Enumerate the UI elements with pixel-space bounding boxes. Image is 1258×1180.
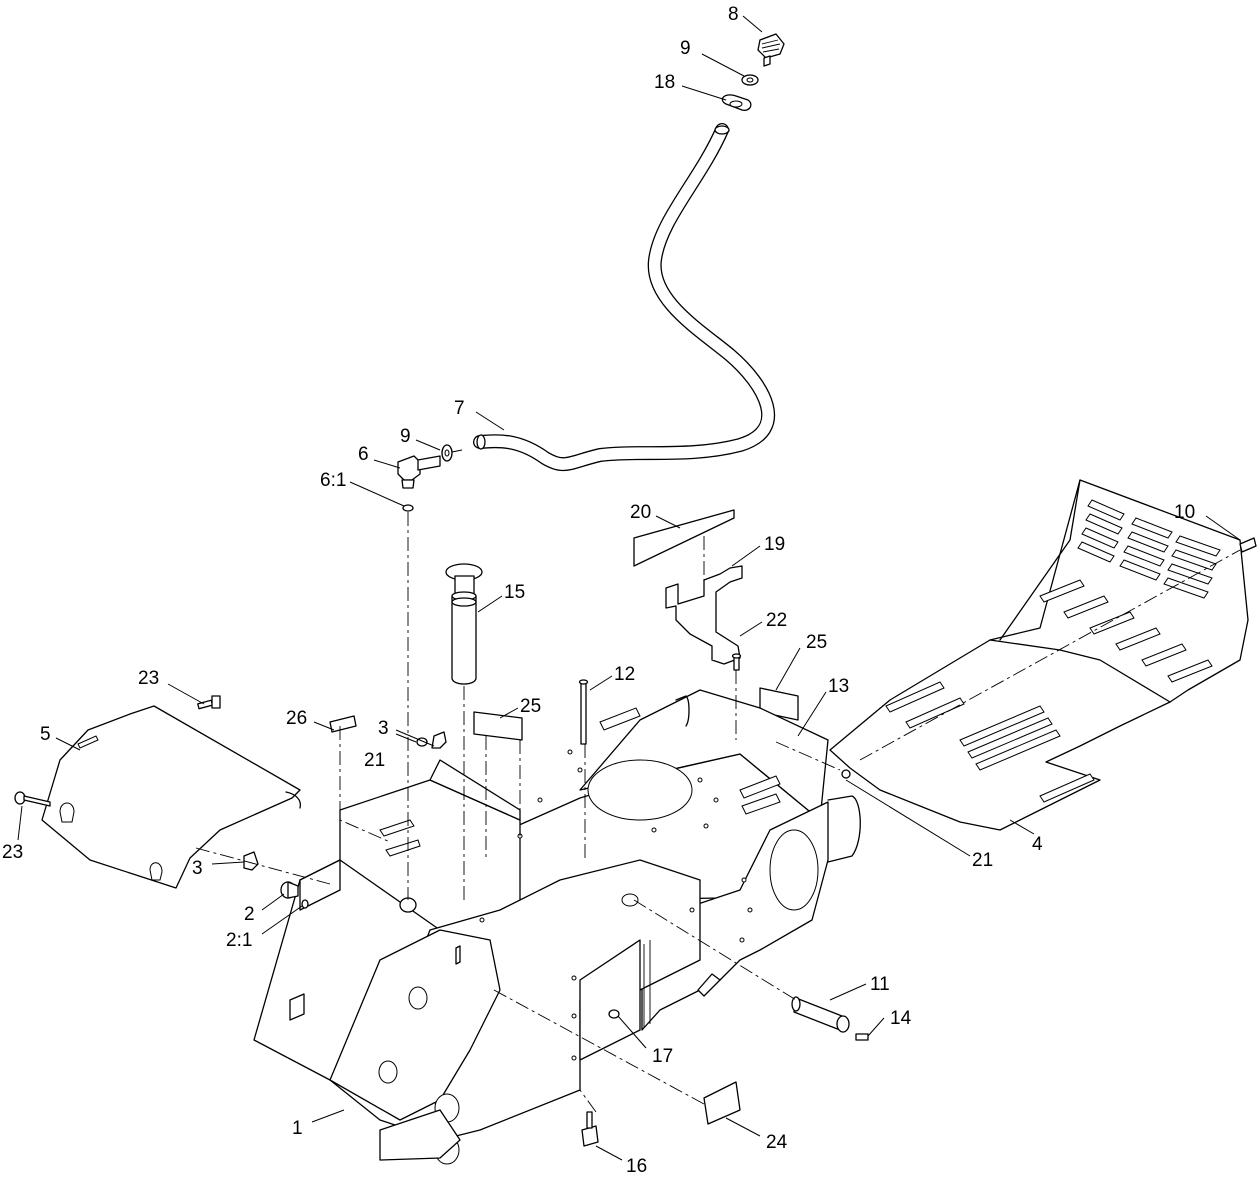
callout-22: 22: [766, 610, 787, 631]
callout-23-lower: 23: [2, 842, 23, 863]
drain-plug-part: [608, 1009, 620, 1019]
callout-14: 14: [890, 1008, 912, 1029]
callout-25-right: 25: [806, 632, 827, 653]
callout-1: 1: [292, 1118, 303, 1139]
bolt-12-part: [578, 679, 589, 745]
callout-19: 19: [764, 534, 785, 555]
retaining-strap-part: [721, 94, 752, 111]
callout-25-left: 25: [520, 696, 541, 717]
callout-26: 26: [286, 708, 307, 729]
bolt-23-lower-part: [14, 791, 51, 807]
bolt-10-part: [1239, 537, 1257, 553]
decal-24-part: [703, 1081, 741, 1125]
left-side-shield-part: [41, 705, 302, 889]
callout-18: 18: [654, 72, 675, 93]
callout-21-right: 21: [972, 850, 993, 871]
bolt-22-part: [731, 653, 742, 671]
callout-4: 4: [1032, 834, 1043, 855]
callout-3-upper: 3: [378, 718, 389, 739]
hairpin-clip-part: [855, 1033, 869, 1041]
clip-3-lower-part: [243, 851, 259, 871]
fill-cap-part: [757, 33, 785, 67]
callout-23-upper: 23: [138, 668, 159, 689]
callout-9-lower: 9: [400, 426, 411, 447]
rubber-pad-part: [581, 1111, 599, 1147]
clip-3-upper-part: [431, 731, 447, 749]
hose-clamp-lower-part: [441, 444, 463, 462]
callout-5: 5: [40, 724, 51, 745]
callout-24: 24: [766, 1132, 788, 1153]
plug-2-part: [280, 881, 299, 899]
callout-10: 10: [1174, 502, 1195, 523]
callout-labels: 8 9 18 7 9 6 6:1 20 19 10 15 22 25 12 13…: [2, 4, 1195, 1177]
nut-21-right-part: [841, 769, 851, 779]
callout-16: 16: [626, 1156, 647, 1177]
callout-15: 15: [504, 582, 525, 603]
callout-8: 8: [728, 4, 739, 25]
callout-17: 17: [652, 1046, 673, 1067]
callout-2-1: 2:1: [226, 930, 252, 951]
fill-hose-part: [473, 123, 776, 472]
callout-7: 7: [454, 398, 465, 419]
assembly-guide-lines: [195, 512, 1241, 1113]
elbow-fitting-part: [397, 455, 441, 489]
decal-25-left-part: [473, 711, 523, 741]
callout-21-upper: 21: [364, 750, 385, 771]
callout-2: 2: [244, 904, 255, 925]
hose-clamp-upper-part: [741, 74, 759, 86]
callout-6: 6: [358, 444, 369, 465]
fill-neck-part: [445, 563, 483, 685]
callout-12: 12: [614, 664, 635, 685]
callout-11: 11: [870, 974, 890, 995]
callout-9-upper: 9: [680, 38, 691, 59]
callout-13: 13: [828, 676, 849, 697]
callout-3-lower: 3: [192, 858, 203, 879]
callout-leaders: [17, 15, 1241, 1161]
seal-strip-part: [633, 509, 735, 567]
floor-plate-part: [829, 479, 1249, 831]
callout-6-1: 6:1: [320, 470, 346, 491]
plug-o-ring-part: [301, 899, 309, 909]
pivot-pin-part: [791, 996, 850, 1033]
chassis-frame-part: [253, 689, 861, 1165]
callout-20: 20: [630, 502, 651, 523]
bolt-23-upper-part: [197, 695, 221, 710]
o-ring-part: [402, 504, 414, 512]
mount-bracket-part: [665, 565, 743, 665]
